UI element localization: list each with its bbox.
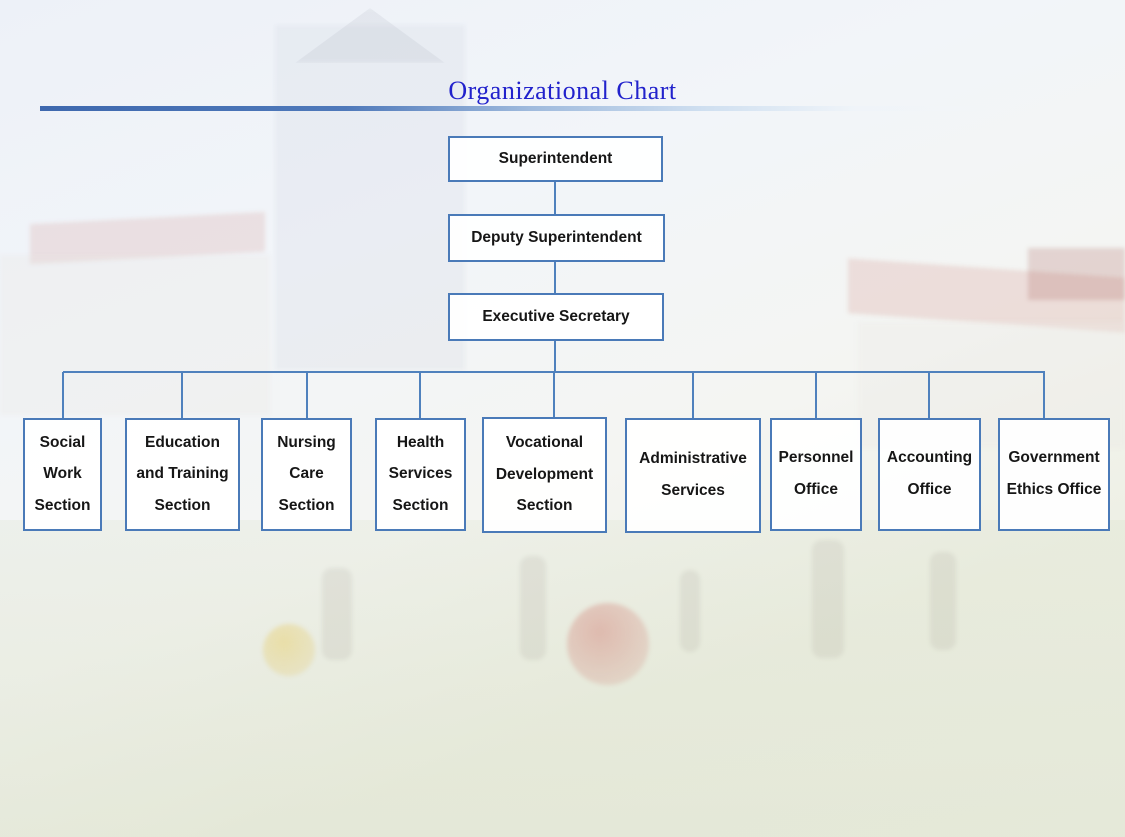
node-label-line: Care [289,465,324,483]
node-executive-secretary[interactable]: Executive Secretary [448,293,664,341]
connector-stub-education-training [181,372,183,418]
node-administrative-services[interactable]: Administrative Services [625,418,761,533]
node-government-ethics-office[interactable]: Government Ethics Office [998,418,1110,531]
node-health-services-section[interactable]: Health Services Section [375,418,466,531]
node-education-and-training-section[interactable]: Education and Training Section [125,418,240,531]
node-label-line: Nursing [277,433,336,451]
node-label-line: Government [1008,449,1100,467]
connector-stub-vocational [553,372,555,418]
node-deputy-superintendent[interactable]: Deputy Superintendent [448,214,665,262]
node-label-line: Health [396,433,445,451]
watermark-yellow-ball [263,624,315,676]
node-label-line: Services [388,465,453,483]
node-label-line: Social [39,433,86,451]
node-label-line: Ethics Office [1006,481,1102,498]
watermark-building-center [275,25,465,370]
node-label: Executive Secretary [482,307,630,325]
connector-stub-personnel [815,372,817,418]
watermark-wall-left [0,255,270,415]
watermark-roof-far-right [1028,248,1125,300]
node-accounting-office[interactable]: Accounting Office [878,418,981,531]
watermark-child-figure [930,552,956,650]
watermark-red-ball [567,603,649,685]
node-label-line: Personnel [778,449,854,467]
watermark-child-figure [812,540,844,658]
node-label-line: Section [154,496,211,514]
node-personnel-office[interactable]: Personnel Office [770,418,862,531]
connector-superintendent-deputy [554,182,556,214]
watermark-child-figure [680,570,700,652]
node-superintendent[interactable]: Superintendent [448,136,663,182]
node-social-work-section[interactable]: Social Work Section [23,418,102,531]
connector-stub-health-services [419,372,421,418]
node-vocational-development-section[interactable]: Vocational Development Section [482,417,607,533]
node-nursing-care-section[interactable]: Nursing Care Section [261,418,352,531]
connector-stub-accounting [928,372,930,418]
node-label-line: Services [661,482,725,499]
node-label: Deputy Superintendent [471,228,642,246]
node-label-line: Section [34,496,91,514]
watermark-child-figure [322,568,352,660]
node-label-line: Development [495,465,594,483]
node-label-line: Office [794,481,838,498]
node-label-line: Section [516,497,573,515]
page-title: Organizational Chart [448,76,677,105]
node-label-line: Vocational [505,434,584,452]
connector-executive-branch [554,341,556,372]
connector-deputy-executive [554,262,556,293]
connector-stub-administrative [692,372,694,418]
node-label-line: Accounting [886,449,973,467]
node-label-line: Work [43,465,82,483]
watermark-lawn [0,520,1125,837]
node-label-line: Education [145,433,220,451]
watermark-child-figure [520,556,546,660]
node-label-line: and Training [136,465,229,483]
node-label: Superintendent [498,149,613,167]
connector-stub-government-ethics [1043,372,1045,418]
node-label-line: Section [392,496,449,514]
node-label-line: Administrative [639,450,747,468]
node-label-line: Office [907,481,952,498]
connector-stub-nursing-care [306,372,308,418]
node-label-line: Section [278,496,335,514]
title-underline-rule [40,106,1060,111]
connector-stub-social-work [62,372,64,418]
